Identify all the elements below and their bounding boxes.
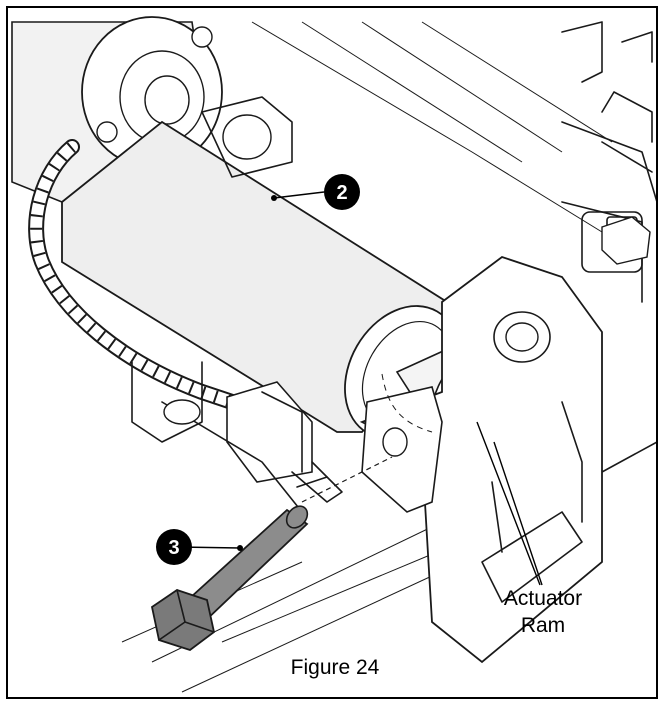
pivot-bolt: [150, 505, 309, 651]
electrical-connector: [226, 381, 343, 503]
ram-hidden-line: [381, 373, 433, 433]
top-nut: [601, 216, 651, 265]
assembly-illustration: 2 3 Actuator Ram Figure 24: [11, 16, 656, 693]
actuator-ram-leaders: [476, 421, 543, 586]
callout-2-number: 2: [336, 182, 347, 204]
actuator-label-line2: Ram: [521, 614, 565, 637]
callout-3-number: 3: [168, 537, 179, 559]
callout-2: 2: [271, 174, 360, 210]
figure-frame: 2 3 Actuator Ram Figure 24: [6, 6, 658, 699]
callout-3: 3: [156, 529, 243, 565]
side-bracket: [561, 21, 656, 473]
bolt-hex-head: [150, 589, 216, 651]
base-frame: [131, 96, 303, 513]
figure-caption: Figure 24: [291, 656, 380, 679]
clevis-bracket: [359, 255, 603, 664]
wire-loom: [28, 139, 255, 415]
actuator-label-line1: Actuator: [504, 587, 582, 610]
alignment-dashed-line: [301, 456, 393, 503]
